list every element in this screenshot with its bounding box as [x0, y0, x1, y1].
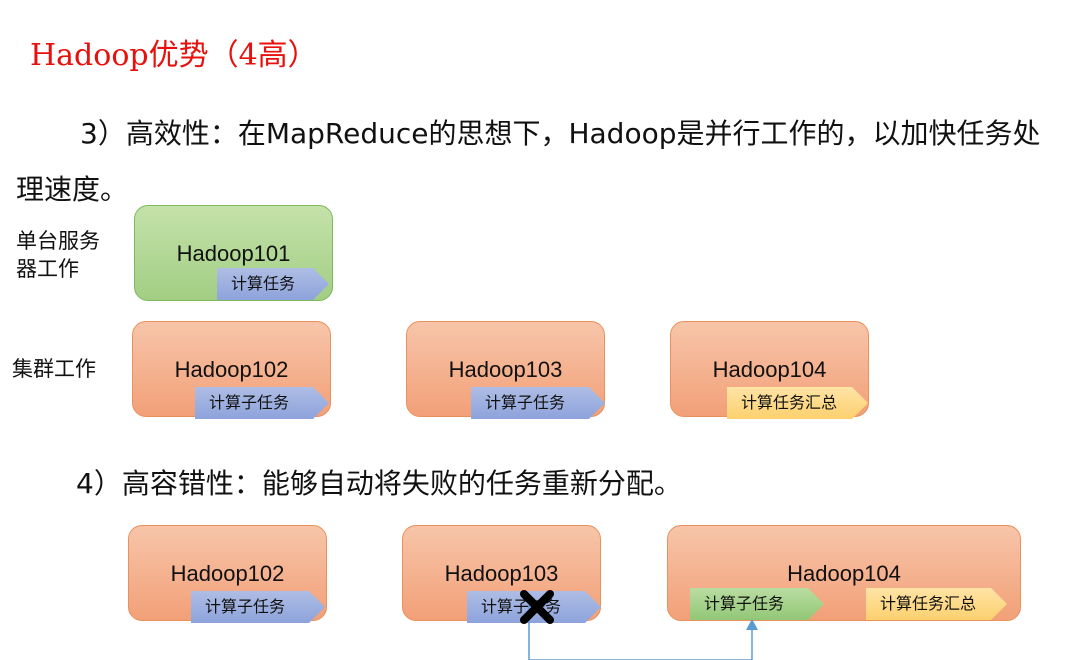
task-tag-reassigned-subtask: 计算子任务 — [690, 588, 824, 620]
task-tag-subtask: 计算子任务 — [191, 591, 325, 623]
reassign-path — [528, 605, 753, 660]
cluster-label: 集群工作 — [12, 357, 96, 381]
server-name: Hadoop102 — [174, 357, 289, 382]
task-tag-summary: 计算任务汇总 — [866, 588, 1007, 620]
server-name: Hadoop103 — [444, 561, 559, 586]
task-tag-summary: 计算任务汇总 — [727, 387, 868, 419]
server-name: Hadoop104 — [787, 561, 901, 586]
efficiency-text-line1: 3）高效性：在MapReduce的思想下，Hadoop是并行工作的，以加快任务处 — [80, 117, 1041, 150]
server-name: Hadoop101 — [176, 241, 291, 266]
efficiency-text-line2: 理速度。 — [16, 173, 129, 206]
server-hadoop103: Hadoop103 计算子任务 — [402, 525, 601, 621]
server-name: Hadoop104 — [712, 357, 827, 382]
task-tag-subtask: 计算子任务 — [195, 387, 329, 419]
reassign-arrowhead — [746, 619, 758, 630]
task-tag-subtask: 计算子任务 — [471, 387, 605, 419]
server-hadoop102: Hadoop102 计算子任务 — [128, 525, 327, 621]
server-hadoop104: Hadoop104 计算子任务 计算任务汇总 — [667, 525, 1021, 621]
server-hadoop104: Hadoop104 计算任务汇总 — [670, 321, 869, 417]
page-title: Hadoop优势（4高） — [30, 38, 318, 73]
x-mark-icon — [520, 590, 554, 624]
server-name: Hadoop102 — [170, 561, 285, 586]
task-tag-compute: 计算任务 — [217, 268, 329, 300]
server-hadoop103: Hadoop103 计算子任务 — [406, 321, 605, 417]
single-server-label: 单台服务 器工作 — [16, 229, 100, 281]
server-hadoop101: Hadoop101 计算任务 — [134, 205, 333, 301]
server-hadoop102: Hadoop102 计算子任务 — [132, 321, 331, 417]
fault-tolerance-text: 4）高容错性：能够自动将失败的任务重新分配。 — [76, 467, 682, 500]
server-name: Hadoop103 — [448, 357, 563, 382]
